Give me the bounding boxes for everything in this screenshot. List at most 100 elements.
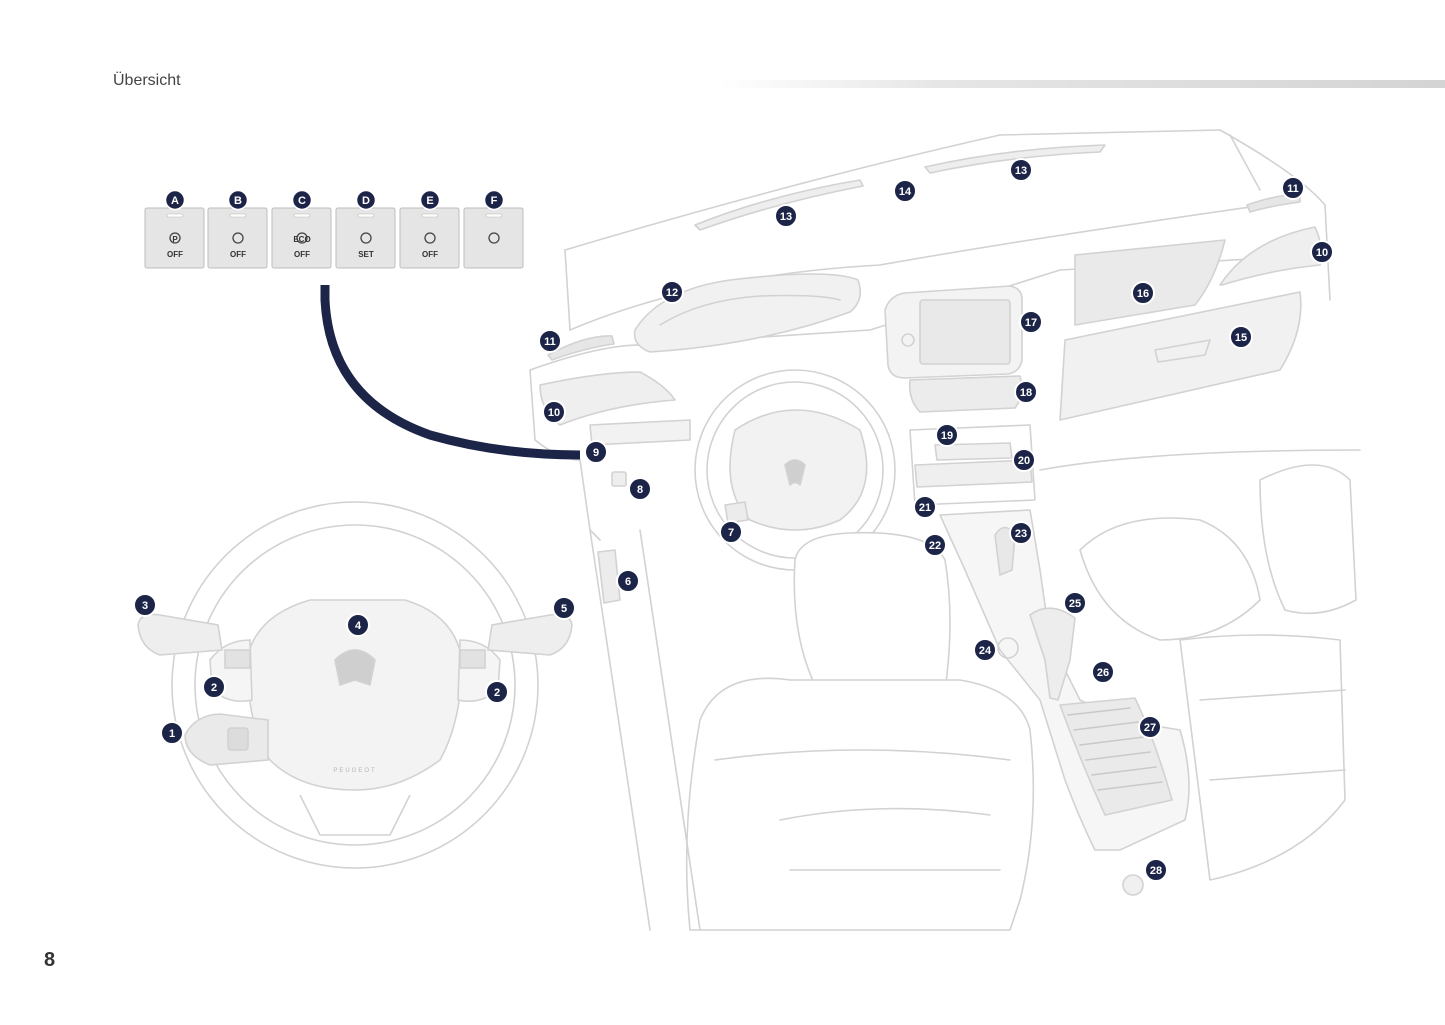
switch-label-top: P [172, 235, 178, 244]
windscreen-edge-left [564, 134, 1001, 251]
tyre-pressure-icon [360, 232, 372, 244]
left-stalk [137, 613, 223, 656]
svg-text:23: 23 [1015, 528, 1027, 540]
child-lock-icon [488, 232, 500, 244]
alarm-icon [424, 232, 436, 244]
svg-text:13: 13 [1015, 165, 1027, 177]
callout-2: 2 [202, 675, 226, 699]
switch-d: SET D [335, 189, 396, 269]
svg-text:18: 18 [1020, 387, 1032, 399]
driver-seat [685, 677, 1035, 931]
passenger-headrest [1079, 517, 1261, 641]
callout-22: 22 [923, 533, 947, 557]
callout-14: 14 [893, 179, 917, 203]
svg-text:15: 15 [1235, 332, 1247, 344]
svg-text:3: 3 [142, 600, 148, 612]
glovebox [1059, 291, 1302, 421]
svg-text:1: 1 [169, 728, 175, 740]
svg-text:19: 19 [941, 430, 953, 442]
callout-11: 11 [1281, 176, 1305, 200]
switch-letter: A [171, 195, 179, 207]
svg-text:10: 10 [548, 407, 560, 419]
callout-1: 1 [160, 721, 184, 745]
callout-13: 13 [1009, 158, 1033, 182]
defrost-vent-left [694, 179, 864, 231]
switch-letter: B [234, 195, 242, 207]
svg-text:5: 5 [561, 603, 567, 615]
callout-25: 25 [1063, 591, 1087, 615]
svg-text:16: 16 [1137, 288, 1149, 300]
callout-10: 10 [1310, 240, 1334, 264]
svg-text:8: 8 [637, 484, 643, 496]
svg-text:27: 27 [1144, 722, 1156, 734]
eco-icon [296, 232, 308, 244]
callout-8: 8 [628, 477, 652, 501]
callout-16: 16 [1131, 281, 1155, 305]
callout-21: 21 [913, 495, 937, 519]
callout-19: 19 [935, 423, 959, 447]
callout-24: 24 [973, 638, 997, 662]
instrument-cluster [633, 273, 861, 353]
callout-6: 6 [616, 569, 640, 593]
stability-control-icon [232, 232, 244, 244]
switch-a: P OFF A [144, 189, 205, 269]
switch-letter: D [362, 195, 370, 207]
driver-headrest [793, 531, 951, 698]
callout-2: 2 [485, 680, 509, 704]
page-section-title: Übersicht [113, 72, 181, 89]
svg-text:25: 25 [1069, 598, 1081, 610]
callout-26: 26 [1091, 660, 1115, 684]
switch-label-bottom: OFF [294, 250, 310, 259]
svg-text:22: 22 [929, 540, 941, 552]
wheel-brand-engraving: PEUGEOT [333, 768, 376, 774]
svg-text:7: 7 [728, 527, 734, 539]
defrost-vent-right [924, 144, 1106, 174]
handbrake-lever [1029, 607, 1076, 701]
page-number: 8 [44, 949, 56, 971]
callout-18: 18 [1014, 380, 1038, 404]
cruise-control-stalk [184, 713, 269, 766]
callout-5: 5 [552, 596, 576, 620]
svg-text:2: 2 [494, 687, 500, 699]
callout-20: 20 [1012, 448, 1036, 472]
callout-13: 13 [774, 204, 798, 228]
switch-letter: F [491, 195, 498, 207]
door-handle [597, 549, 621, 604]
svg-text:17: 17 [1025, 317, 1037, 329]
svg-text:24: 24 [979, 645, 992, 657]
svg-text:13: 13 [780, 211, 792, 223]
power-socket [1122, 874, 1144, 896]
rear-headrest [1259, 464, 1357, 615]
switch-b: OFF B [207, 189, 268, 269]
side-vent-right [1219, 226, 1323, 286]
svg-text:12: 12 [666, 287, 678, 299]
svg-text:9: 9 [593, 447, 599, 459]
callout-15: 15 [1229, 325, 1253, 349]
centre-vents [908, 375, 1023, 413]
switch-label-bottom: OFF [167, 250, 183, 259]
svg-text:11: 11 [544, 336, 556, 348]
callout-17: 17 [1019, 310, 1043, 334]
svg-text:4: 4 [355, 620, 362, 632]
switch-f: F [463, 189, 524, 269]
svg-text:10: 10 [1316, 247, 1328, 259]
passenger-seat [1179, 634, 1346, 881]
callout-11: 11 [538, 329, 562, 353]
svg-text:21: 21 [919, 502, 931, 514]
switch-label-bottom: OFF [230, 250, 246, 259]
gear-lever [994, 526, 1016, 576]
callout-4: 4 [346, 613, 370, 637]
dash-switch-panel [589, 419, 691, 446]
svg-text:14: 14 [899, 186, 912, 198]
passenger-airbag-area [1074, 239, 1226, 326]
switch-label-bottom: SET [358, 250, 374, 259]
callout-12: 12 [660, 280, 684, 304]
switch-label-top: ECO [293, 235, 310, 244]
svg-text:2: 2 [211, 682, 217, 694]
steering-wheel-detail [137, 501, 573, 869]
